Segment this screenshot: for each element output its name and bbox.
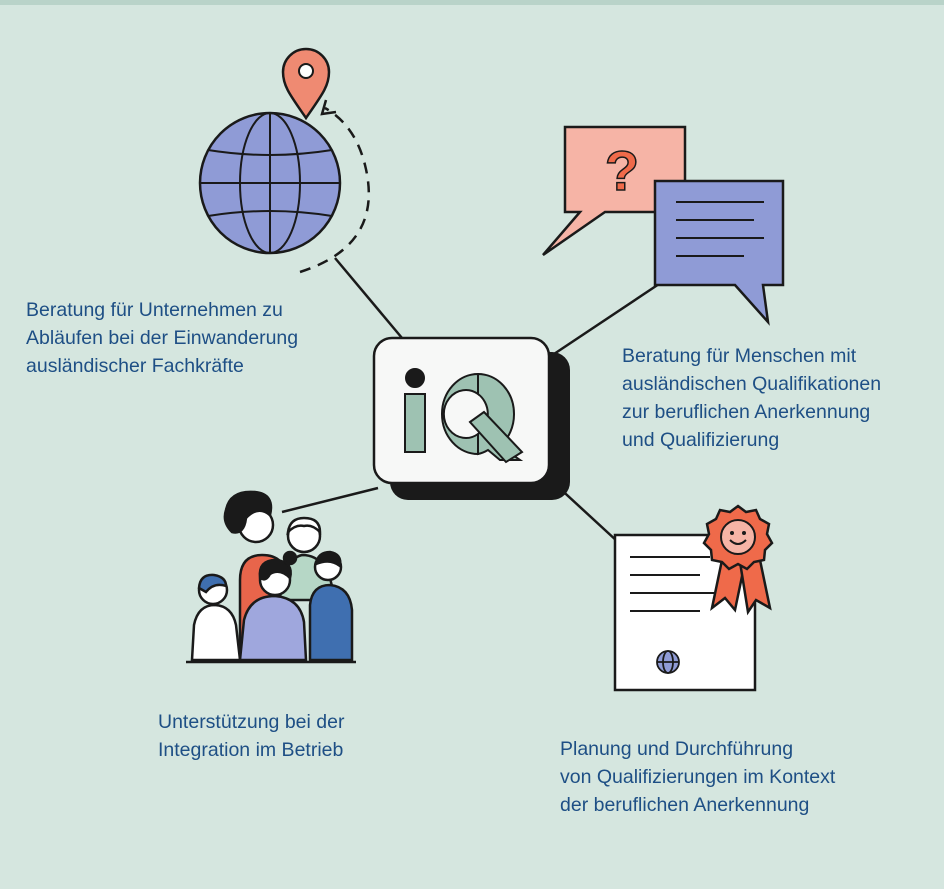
label-line: Abläufen bei der Einwanderung bbox=[26, 327, 299, 349]
label-line: Beratung für Unternehmen zu bbox=[26, 299, 283, 321]
label-line: zur beruflichen Anerkennung bbox=[622, 401, 871, 423]
label-line: Planung und Durchführung bbox=[560, 738, 794, 760]
person-lavender bbox=[238, 594, 308, 662]
group-of-people-icon bbox=[186, 490, 356, 664]
question-bubble bbox=[542, 125, 687, 257]
label-qualification-planning: Planung und Durchführung von Qualifizier… bbox=[560, 735, 835, 819]
label-qualification-recognition-advice: Beratung für Menschen mit ausländischen … bbox=[622, 342, 881, 454]
question-mark-icon: ? bbox=[605, 139, 639, 202]
certificate-globe-icon bbox=[656, 650, 680, 674]
person-blue bbox=[308, 583, 354, 662]
location-pin-icon bbox=[281, 47, 331, 121]
globe-with-location-pin-icon bbox=[198, 47, 370, 274]
person-white bbox=[190, 603, 242, 662]
label-line: Beratung für Menschen mit bbox=[622, 345, 857, 367]
connector-bottom-left bbox=[281, 486, 379, 514]
label-line: und Qualifizierung bbox=[622, 429, 780, 451]
label-line: von Qualifizierungen im Kontext bbox=[560, 766, 836, 788]
connector-top-left bbox=[334, 257, 403, 339]
label-line: Integration im Betrieb bbox=[158, 739, 344, 761]
label-line: ausländischer Fachkräfte bbox=[26, 355, 244, 377]
speech-bubbles-question-icon: ? bbox=[542, 125, 785, 326]
top-border bbox=[0, 0, 944, 5]
iq-logo-card bbox=[372, 336, 570, 500]
seal-rosette-icon bbox=[702, 504, 774, 571]
connector-top-right bbox=[547, 280, 663, 360]
chat-bubble bbox=[653, 179, 785, 326]
label-company-immigration-advice: Beratung für Unternehmen zu Abläufen bei… bbox=[26, 296, 298, 380]
label-line: Unterstützung bei der bbox=[158, 711, 345, 733]
connector-lines bbox=[281, 257, 663, 543]
label-line: ausländischen Qualifikationen bbox=[622, 373, 882, 395]
label-workplace-integration-support: Unterstützung bei der Integration im Bet… bbox=[158, 708, 344, 764]
certificate-with-seal-icon bbox=[613, 504, 774, 692]
iq-logo bbox=[404, 368, 524, 464]
label-line: der beruflichen Anerkennung bbox=[560, 794, 810, 816]
